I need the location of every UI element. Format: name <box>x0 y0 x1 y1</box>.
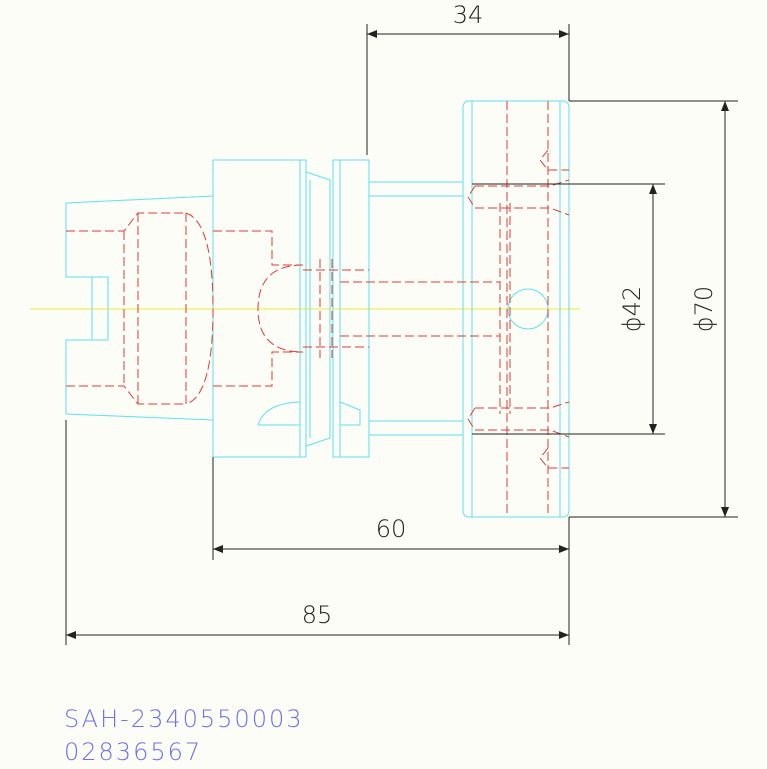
code-text: 02836567 <box>64 738 203 766</box>
dimension-overall-label: 85 <box>302 601 333 629</box>
hidden-lines <box>66 101 570 517</box>
dimension-diameter-large-label: ϕ70 <box>690 286 718 332</box>
dimension-top-label: 34 <box>453 1 484 29</box>
dimension-middle-label: 60 <box>376 515 407 543</box>
part-outline <box>65 100 570 518</box>
dimension-lines <box>65 24 738 645</box>
part-number-text: SAH-2340550003 <box>64 705 304 733</box>
dimension-diameter-small-label: ϕ42 <box>618 286 646 332</box>
caption-block: SAH-2340550003 02836567 <box>64 703 304 769</box>
